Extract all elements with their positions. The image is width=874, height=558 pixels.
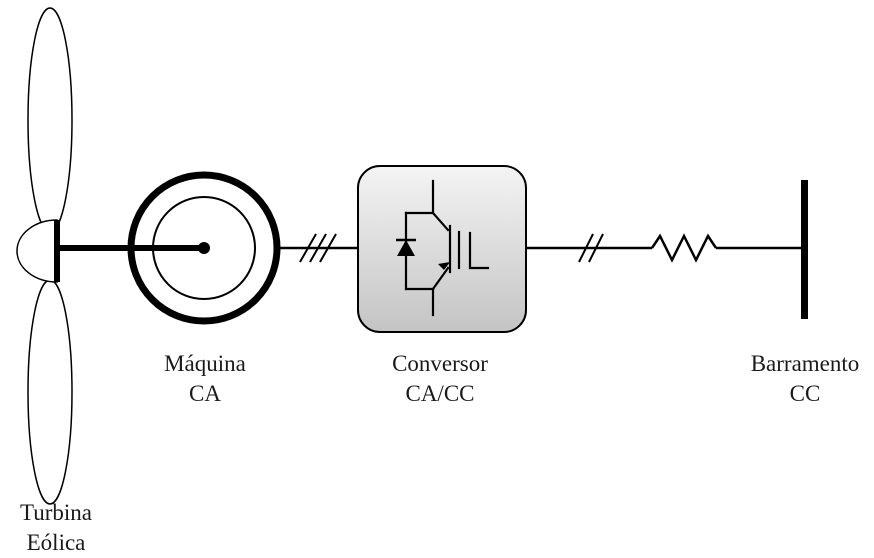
machine-shaft-dot (198, 242, 210, 254)
turbine-label-line1: Turbina (20, 500, 92, 525)
turbine-mast (54, 220, 60, 282)
emitter-arrow (438, 262, 450, 270)
converter-label-line1: Conversor (392, 351, 488, 376)
dc-bus-bar (801, 180, 808, 319)
dc-marker (578, 233, 604, 263)
machine-label: Máquina CA (140, 349, 270, 409)
diode-triangle (397, 240, 415, 256)
converter-box (357, 165, 527, 333)
machine-inner-ring (152, 196, 256, 300)
machine-label-line2: CA (189, 381, 221, 406)
dc-bus-label: Barramento CC (725, 349, 874, 409)
three-phase-marker (299, 233, 337, 263)
turbine-label: Turbina Eólica (0, 498, 112, 558)
dc-bus-label-line1: Barramento (750, 351, 860, 376)
turbine-blade-bottom (27, 279, 73, 505)
turbine-hub (16, 219, 58, 283)
resistor (650, 233, 718, 263)
converter-label: Conversor CA/CC (365, 349, 515, 409)
ac-machine (127, 171, 281, 325)
machine-label-line1: Máquina (164, 351, 246, 376)
ac-dc-converter (357, 165, 527, 333)
converter-label-line2: CA/CC (405, 381, 475, 406)
turbine-blade-top (27, 7, 73, 233)
wind-turbine (16, 7, 73, 505)
turbine-label-line2: Eólica (26, 530, 86, 555)
dc-bus-label-line2: CC (789, 381, 821, 406)
